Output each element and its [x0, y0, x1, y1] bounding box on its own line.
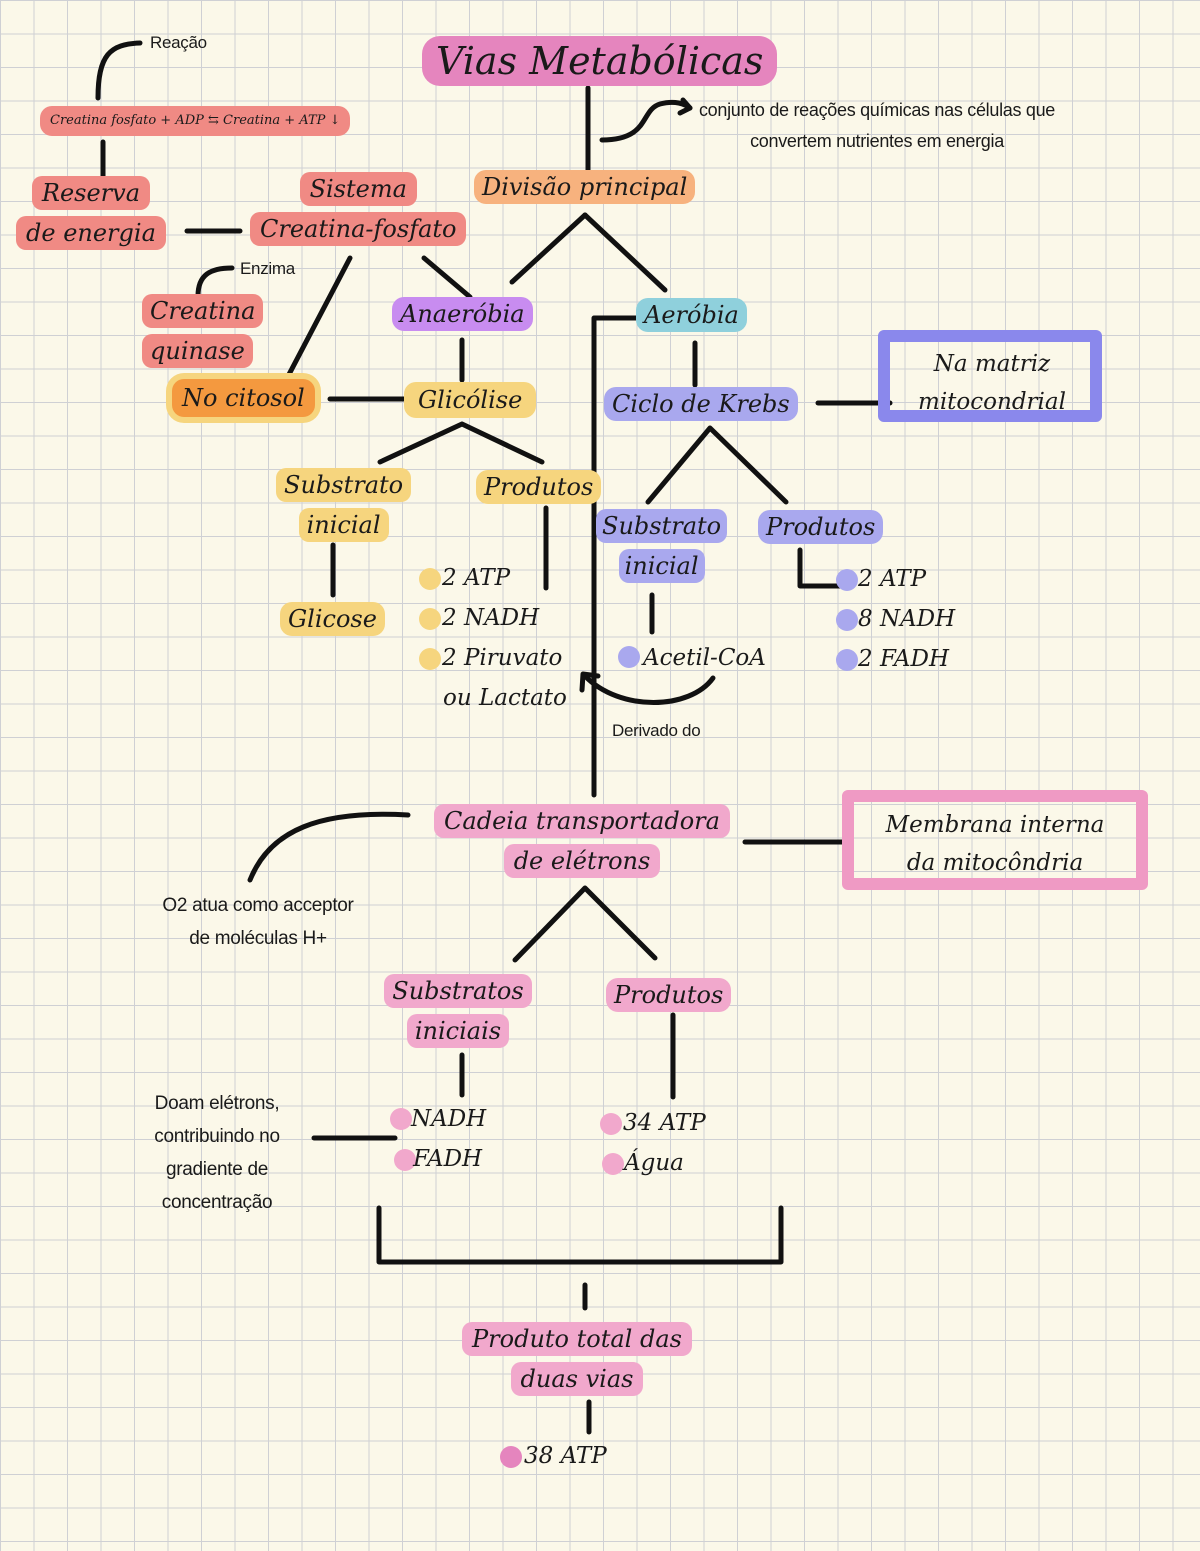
ct-subs-dot-1	[390, 1108, 412, 1130]
kr-substrato-inicial: Substrato inicial	[596, 509, 728, 583]
creatina-quinase: Creatina quinase	[142, 294, 264, 368]
connector-divisao-anaerobia	[509, 212, 588, 285]
kr-item-dot-2	[836, 609, 858, 631]
kr-substrato-line-2: inicial	[618, 549, 705, 583]
ct-subs-item-1: NADH	[411, 1106, 487, 1132]
reacao-formula: Creatina fosfato + ADP ⇆ Creatina + ATP …	[40, 106, 351, 136]
connector-bracket	[376, 1205, 784, 1265]
ct-substratos-line-2: iniciais	[406, 1014, 510, 1048]
ct-substratos-line-1: Substratos	[384, 974, 532, 1008]
total-line-1: Produto total das	[462, 1322, 692, 1356]
enzima-label: Enzima	[240, 259, 295, 278]
sistema-line-2: Creatina-fosfato	[250, 212, 467, 246]
cadeia-transportadora: Cadeia transportadora de elétrons	[416, 804, 748, 878]
kr-substrato-line-1: Substrato	[596, 509, 728, 543]
connector-aerobia-cadeia	[591, 315, 639, 798]
o2-note: O2 atua como acceptor de moléculas H+	[130, 889, 386, 955]
reserva-line-1: Reserva	[31, 176, 151, 210]
connector-o2-curve	[247, 811, 411, 883]
acetil-dot	[618, 646, 640, 668]
gli-item-3: 2 Piruvato	[442, 645, 563, 671]
matriz-line-2: mitocondrial	[918, 389, 1066, 415]
ct-substratos-iniciais: Substratos iniciais	[376, 974, 540, 1048]
doam-note: Doam elétrons, contribuindo no gradiente…	[120, 1087, 314, 1219]
creatina-quinase-line-2: quinase	[142, 334, 253, 368]
ct-prod-item-1: 34 ATP	[623, 1110, 706, 1136]
acetil-coa: Acetil-CoA	[643, 645, 766, 671]
sistema-creatina-fosfato: Sistema Creatina-fosfato	[250, 172, 467, 246]
title-note-line-2: convertem nutrientes em energia	[750, 131, 1004, 151]
connector-glicolise-branches	[377, 421, 545, 465]
kr-item-1: 2 ATP	[858, 566, 927, 592]
o2-note-line-2: de moléculas H+	[189, 928, 327, 949]
doam-line-4: concentração	[161, 1192, 273, 1213]
kr-item-3: 2 FADH	[858, 646, 950, 672]
gli-item-dot-2	[419, 608, 441, 630]
no-citosol: No citosol	[172, 379, 315, 417]
total-dot	[500, 1446, 522, 1468]
matriz-text: Na matriz mitocondrial	[894, 345, 1090, 421]
gli-item-1: 2 ATP	[442, 565, 511, 591]
cadeia-line-2: de elétrons	[503, 844, 661, 878]
membrana-text: Membrana interna da mitocôndria	[854, 806, 1136, 882]
title-note-line-1: conjunto de reações químicas nas células…	[698, 100, 1056, 120]
connector-title-note	[599, 99, 693, 143]
kr-item-dot-1	[836, 569, 858, 591]
connector-divisao-aerobia	[582, 212, 668, 293]
anaerobia: Anaeróbia	[392, 297, 533, 331]
cadeia-line-1: Cadeia transportadora	[434, 804, 730, 838]
doam-line-2: contribuindo no	[154, 1126, 280, 1147]
connector-krebs-branches	[645, 425, 789, 505]
connector-cadeia-branches	[512, 885, 658, 963]
kr-item-dot-3	[836, 649, 858, 671]
o2-note-line-1: O2 atua como acceptor	[162, 895, 354, 916]
ct-subs-item-2: FADH	[413, 1146, 483, 1172]
glicose: Glicose	[280, 602, 385, 636]
gli-item-dot-3	[419, 648, 441, 670]
title-note: conjunto de reações químicas nas células…	[682, 95, 1072, 157]
divisao-principal: Divisão principal	[474, 170, 696, 204]
connector-sistema-anaerobia	[421, 255, 473, 300]
kr-produtos: Produtos	[758, 510, 884, 544]
reserva-line-2: de energia	[16, 216, 166, 250]
ct-prod-dot-2	[602, 1153, 624, 1175]
connector-sistema-citosol	[282, 255, 353, 385]
doam-line-1: Doam elétrons,	[154, 1093, 280, 1114]
matriz-box	[878, 330, 1102, 422]
produto-total: Produto total das duas vias	[446, 1322, 708, 1396]
ct-prod-item-2: Água	[624, 1150, 684, 1176]
gli-item-dot-1	[419, 568, 441, 590]
membrana-line-2: da mitocôndria	[906, 850, 1084, 876]
total-value: 38 ATP	[524, 1443, 607, 1469]
glicolise: Glicólise	[404, 382, 537, 418]
aerobia: Aeróbia	[636, 298, 747, 332]
gli-substrato-inicial: Substrato inicial	[276, 468, 412, 542]
gli-item-2: 2 NADH	[442, 605, 540, 631]
kr-item-2: 8 NADH	[858, 606, 956, 632]
gli-substrato-line-2: inicial	[298, 508, 389, 542]
gli-substrato-line-1: Substrato	[276, 468, 412, 502]
page-title: Vias Metabólicas	[422, 36, 778, 86]
reserva-energia: Reserva de energia	[16, 176, 166, 250]
connector-enzima-hook	[195, 265, 235, 299]
connector-reacao-hook	[95, 40, 143, 101]
membrana-line-1: Membrana interna	[885, 812, 1105, 838]
reacao-label: Reação	[150, 33, 207, 52]
ct-subs-dot-2	[394, 1149, 416, 1171]
connector-kr-produtos	[797, 547, 843, 589]
connector-derivado-curve	[582, 673, 716, 705]
sistema-line-1: Sistema	[299, 172, 417, 206]
membrana-box	[842, 790, 1148, 890]
doam-line-3: gradiente de	[165, 1159, 269, 1180]
total-line-2: duas vias	[510, 1362, 644, 1396]
ct-produtos: Produtos	[606, 978, 732, 1012]
lactato: ou Lactato	[443, 685, 567, 711]
ct-prod-dot-1	[600, 1113, 622, 1135]
gli-produtos: Produtos	[476, 470, 602, 504]
ciclo-de-krebs: Ciclo de Krebs	[604, 387, 798, 421]
derivado-label: Derivado do	[612, 721, 701, 740]
matriz-line-1: Na matriz	[933, 351, 1051, 377]
creatina-quinase-line-1: Creatina	[142, 294, 264, 328]
